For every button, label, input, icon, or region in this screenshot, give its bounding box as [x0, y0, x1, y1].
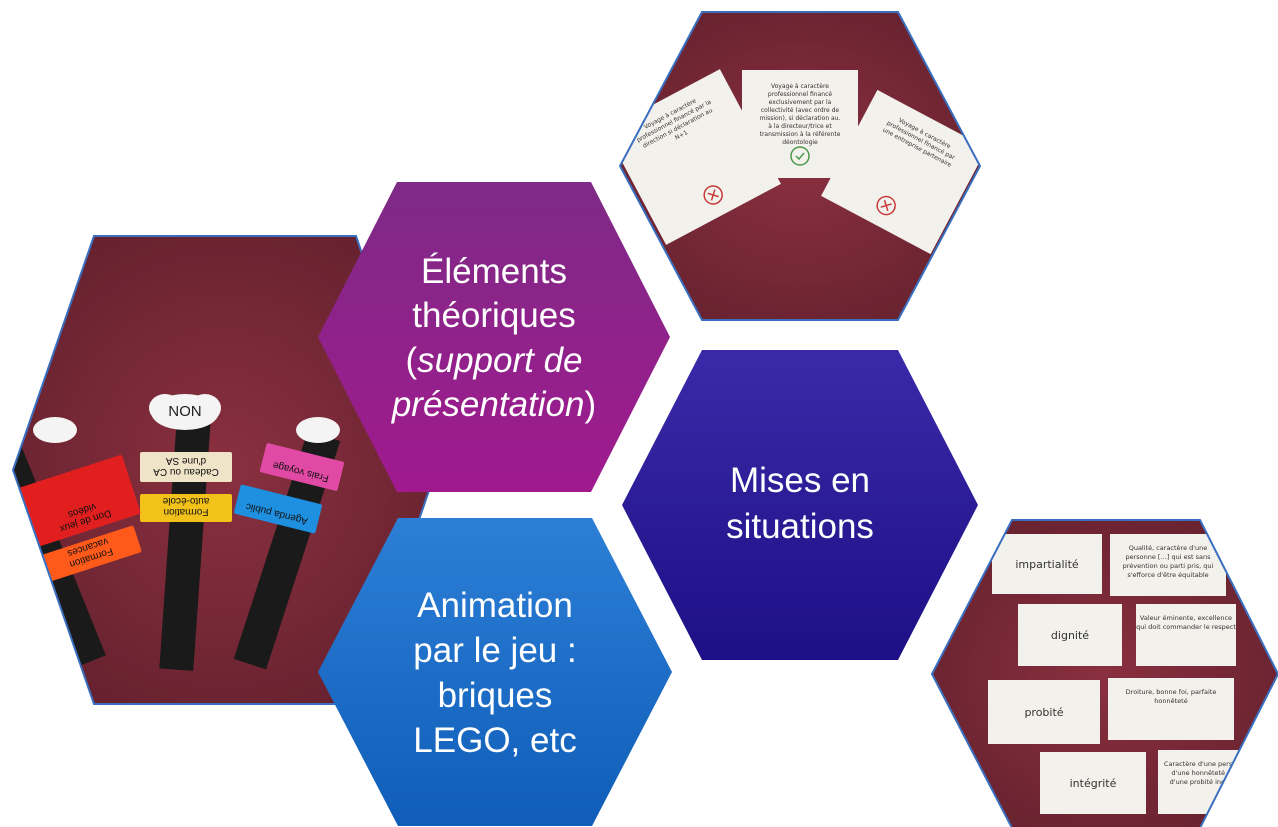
hex-animation-line2: par le jeu :	[413, 631, 576, 670]
hex-theory-line4: présentation)	[391, 385, 596, 424]
lego-brick: Cadeau ou CAd'une SA	[140, 452, 232, 482]
hex-situations: Mises en situations	[622, 350, 978, 660]
photo-scenario-outline	[618, 11, 982, 321]
term-card-term: dignité	[1051, 629, 1089, 642]
hex-animation-line3: briques	[438, 676, 553, 715]
scenario-card: Voyage à caractèreprofessionnel financé …	[821, 89, 980, 255]
term-card-definition: Caractère d'une personne […]d'une honnêt…	[1164, 760, 1262, 786]
hex-theory-shape	[318, 182, 670, 492]
lego-brick-label: Cadeau ou CAd'une SA	[153, 455, 219, 477]
photo-scenario-cards: Voyage à caractèreprofessionnel financé …	[618, 11, 982, 321]
cloud-sign: NON	[149, 394, 221, 430]
hex-situations-line2: situations	[726, 507, 874, 546]
cloud-sign-text: NON	[168, 402, 201, 419]
hex-theory-line2: théoriques	[412, 296, 575, 335]
term-card-term: impartialité	[1015, 558, 1079, 571]
cloud-small-right	[296, 417, 340, 443]
term-card-term: intégrité	[1070, 777, 1117, 790]
hex-animation: Animation par le jeu : briques LEGO, etc	[318, 518, 672, 826]
hex-situations-line1: Mises en	[730, 461, 870, 500]
hex-theory-line3: (support de	[405, 341, 582, 380]
hex-animation-line4: LEGO, etc	[413, 721, 576, 760]
cloud-small-left	[33, 417, 77, 443]
cross-icon	[876, 195, 896, 216]
hex-animation-line1: Animation	[417, 586, 573, 625]
photo-term-outline	[930, 519, 1278, 827]
check-icon	[790, 146, 810, 166]
lego-brick-label: Formationauto-école	[162, 495, 209, 517]
lego-brick: Formationauto-école	[140, 494, 232, 522]
cross-icon	[703, 185, 723, 205]
term-card-term: probité	[1024, 706, 1063, 719]
hex-theory: Éléments théoriques (support de présenta…	[318, 182, 670, 492]
hex-situations-shape	[622, 350, 978, 660]
hex-theory-line1: Éléments	[421, 252, 567, 291]
hex-animation-shape	[318, 518, 672, 826]
